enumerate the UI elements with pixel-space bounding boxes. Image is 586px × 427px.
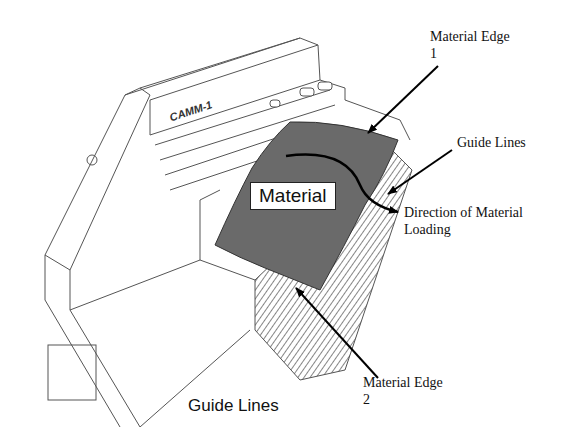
callout-label: Material Edge 2 [363, 374, 453, 408]
node-text: Material [259, 185, 327, 207]
callout-label: Material Edge 1 [430, 28, 520, 62]
label-box: Material [250, 182, 336, 210]
brand-text: CAMM-1 [168, 98, 214, 124]
callout-label: Guide Lines [457, 134, 567, 151]
callout-label: Guide Lines [188, 396, 328, 416]
callout-label: Direction of Material Loading [404, 204, 524, 238]
